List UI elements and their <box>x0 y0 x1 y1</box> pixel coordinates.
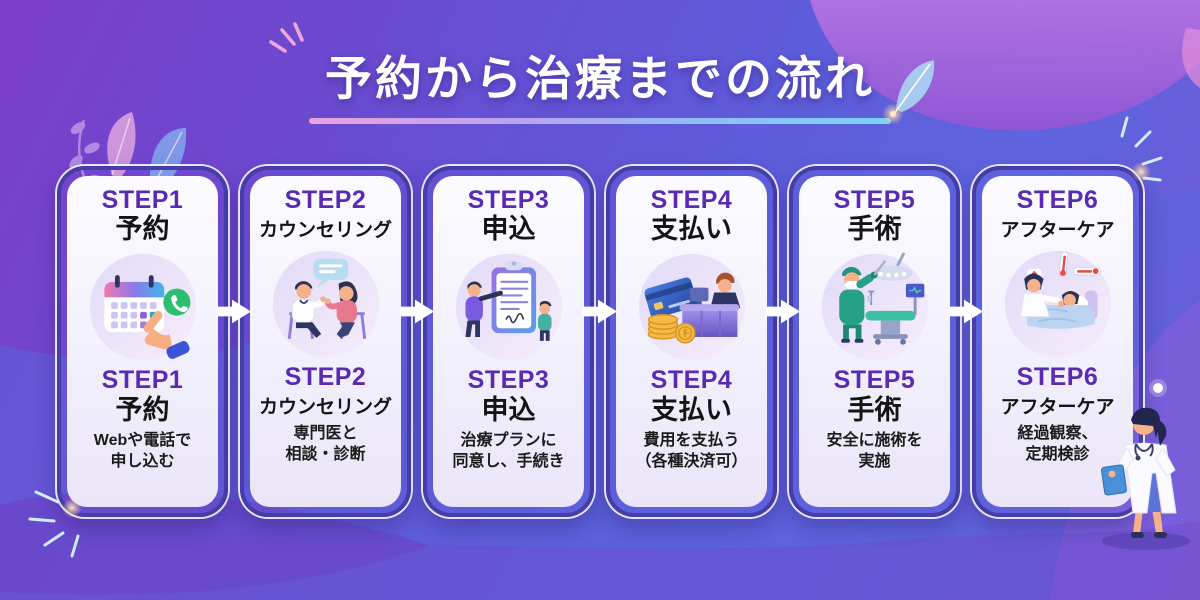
bottom-strip-wave <box>0 520 1200 600</box>
step-title: カウンセリング <box>258 220 392 242</box>
step-number: STEP5 <box>833 186 916 214</box>
step-card-3: STEP3 申込 S <box>423 166 594 517</box>
step-card-5: STEP5 手術 <box>789 166 960 517</box>
counseling-illustration <box>272 250 379 358</box>
page-title: 予約から治療までの流れ <box>325 52 875 105</box>
step-number: STEP2 <box>284 186 367 214</box>
step-title: 申込 <box>481 214 536 245</box>
step-description: 治療プランに同意し、手続き <box>452 431 565 470</box>
step-card-2: STEP2 カウンセリング <box>240 166 411 517</box>
step-card-4: STEP4 支払い <box>606 166 777 517</box>
white-dot <box>1153 383 1163 393</box>
step-number: STEP4 <box>650 186 733 214</box>
step-number-lower: STEP5 <box>833 366 916 395</box>
steps-row: STEP1 予約 <box>57 166 1143 517</box>
step-description: 専門医と相談・診断 <box>285 425 366 464</box>
step-number-lower: STEP6 <box>1016 363 1099 392</box>
step-title: 支払い <box>651 214 732 245</box>
step-description: Webや電話で申し込む <box>93 431 192 470</box>
step-number-lower: STEP3 <box>467 366 550 395</box>
step-card-6: STEP6 アフターケア <box>972 166 1143 517</box>
step-title-lower: 申込 <box>481 394 536 425</box>
calendar-booking-illustration <box>89 254 196 361</box>
step-number-lower: STEP2 <box>284 363 367 392</box>
step-title-lower: 手術 <box>847 394 902 425</box>
payment-illustration <box>638 254 745 361</box>
surgery-illustration <box>821 252 928 361</box>
step-number: STEP6 <box>1016 186 1099 214</box>
title-underline <box>309 118 891 124</box>
header: 予約から治療までの流れ <box>0 40 1200 124</box>
step-title-lower: 支払い <box>651 394 732 425</box>
step-number-lower: STEP4 <box>650 366 733 395</box>
step-number: STEP1 <box>101 186 184 214</box>
step-title-lower: カウンセリング <box>258 397 392 419</box>
step-card-1: STEP1 予約 <box>57 166 228 517</box>
step-title: 予約 <box>115 214 170 245</box>
step-title: 手術 <box>847 214 902 245</box>
application-form-illustration <box>455 254 562 361</box>
step-number: STEP3 <box>467 186 550 214</box>
aftercare-illustration <box>1004 250 1111 358</box>
step-number-lower: STEP1 <box>101 366 184 395</box>
step-description: 経過観察、定期検診 <box>1017 425 1098 464</box>
step-title: アフターケア <box>1000 220 1115 242</box>
step-description: 安全に施術を実施 <box>826 431 923 470</box>
step-title-lower: 予約 <box>115 394 170 425</box>
step-title-lower: アフターケア <box>1000 397 1115 419</box>
step-description: 費用を支払う（各種決済可） <box>635 431 748 470</box>
